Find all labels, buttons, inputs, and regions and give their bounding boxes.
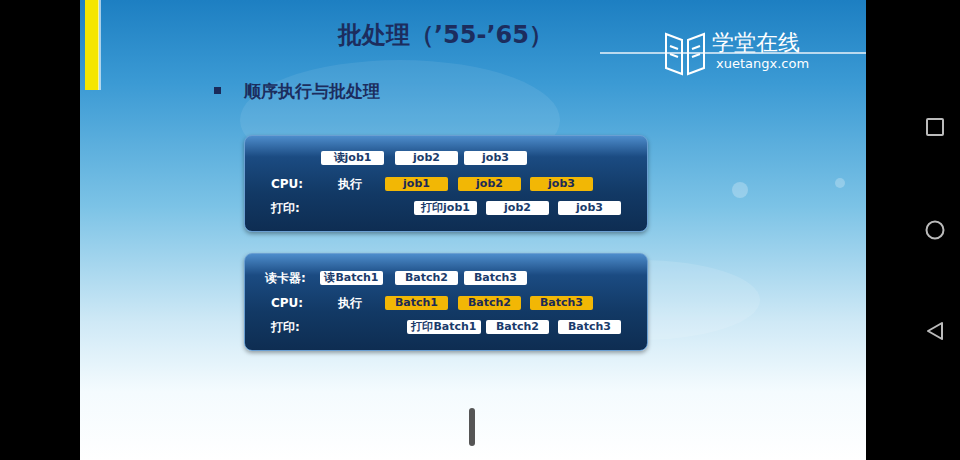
job-label: job1 [403, 177, 430, 191]
job-label: 读Batch1 [324, 271, 378, 285]
job-label: Batch1 [395, 296, 438, 310]
row-label: 执行 [338, 296, 362, 310]
io-job-box: 打印job1 [414, 201, 477, 215]
batch-panel: CPU: 执行打印: 读job1 job2 job3 job1 job2 job3 打印job1… [244, 135, 648, 232]
nav-bar-icons [866, 0, 960, 460]
job-label: job2 [476, 177, 503, 191]
job-label: job3 [548, 177, 575, 191]
job-label: Batch3 [568, 320, 611, 334]
io-job-box: Batch3 [558, 320, 621, 334]
job-label: Batch2 [405, 271, 448, 285]
job-label: Batch2 [496, 320, 539, 334]
job-label: 读job1 [334, 151, 372, 165]
io-job-box: Batch3 [464, 271, 527, 285]
io-job-box: job3 [558, 201, 621, 215]
io-job-box: job3 [464, 151, 527, 165]
job-label: job2 [413, 151, 440, 165]
io-job-box: job2 [486, 201, 549, 215]
cpu-job-box: job1 [385, 177, 448, 191]
job-label: Batch3 [540, 296, 583, 310]
row-label: 打印: [271, 201, 300, 215]
job-label: Batch3 [474, 271, 517, 285]
job-label: job3 [482, 151, 509, 165]
bullet-text: 顺序执行与批处理 [244, 80, 380, 103]
io-job-box: 读Batch1 [320, 271, 383, 285]
row-label: CPU: [271, 177, 303, 191]
slide-background: 批处理（’55-’65） 顺序执行与批处理 学堂在线xuetangx.comCPU:… [80, 0, 866, 460]
cpu-job-box: job2 [458, 177, 521, 191]
row-label: CPU: [271, 296, 303, 310]
io-job-box: job2 [395, 151, 458, 165]
job-label: job2 [504, 201, 531, 215]
job-label: 打印Batch1 [411, 320, 476, 334]
cpu-job-box: job3 [530, 177, 593, 191]
cpu-job-box: Batch1 [385, 296, 448, 310]
row-label: 读卡器: [265, 271, 306, 285]
row-label: 打印: [271, 320, 300, 334]
io-job-box: Batch2 [486, 320, 549, 334]
batch-panel: 读卡器:CPU:执行打印:读Batch1Batch2Batch3Batch1Ba… [244, 253, 648, 351]
job-label: Batch2 [468, 296, 511, 310]
logo-text: 学堂在线 [712, 28, 800, 58]
io-job-box: 读job1 [321, 151, 384, 165]
slide-title: 批处理（’55-’65） [338, 19, 553, 51]
cpu-job-box: Batch3 [530, 296, 593, 310]
job-label: job3 [576, 201, 603, 215]
cpu-job-box: Batch2 [458, 296, 521, 310]
io-job-box: 打印Batch1 [407, 320, 481, 334]
job-label: 打印job1 [421, 201, 470, 215]
row-label: 执行 [338, 177, 362, 191]
io-job-box: Batch2 [395, 271, 458, 285]
logo-url: xuetangx.com [716, 56, 809, 71]
